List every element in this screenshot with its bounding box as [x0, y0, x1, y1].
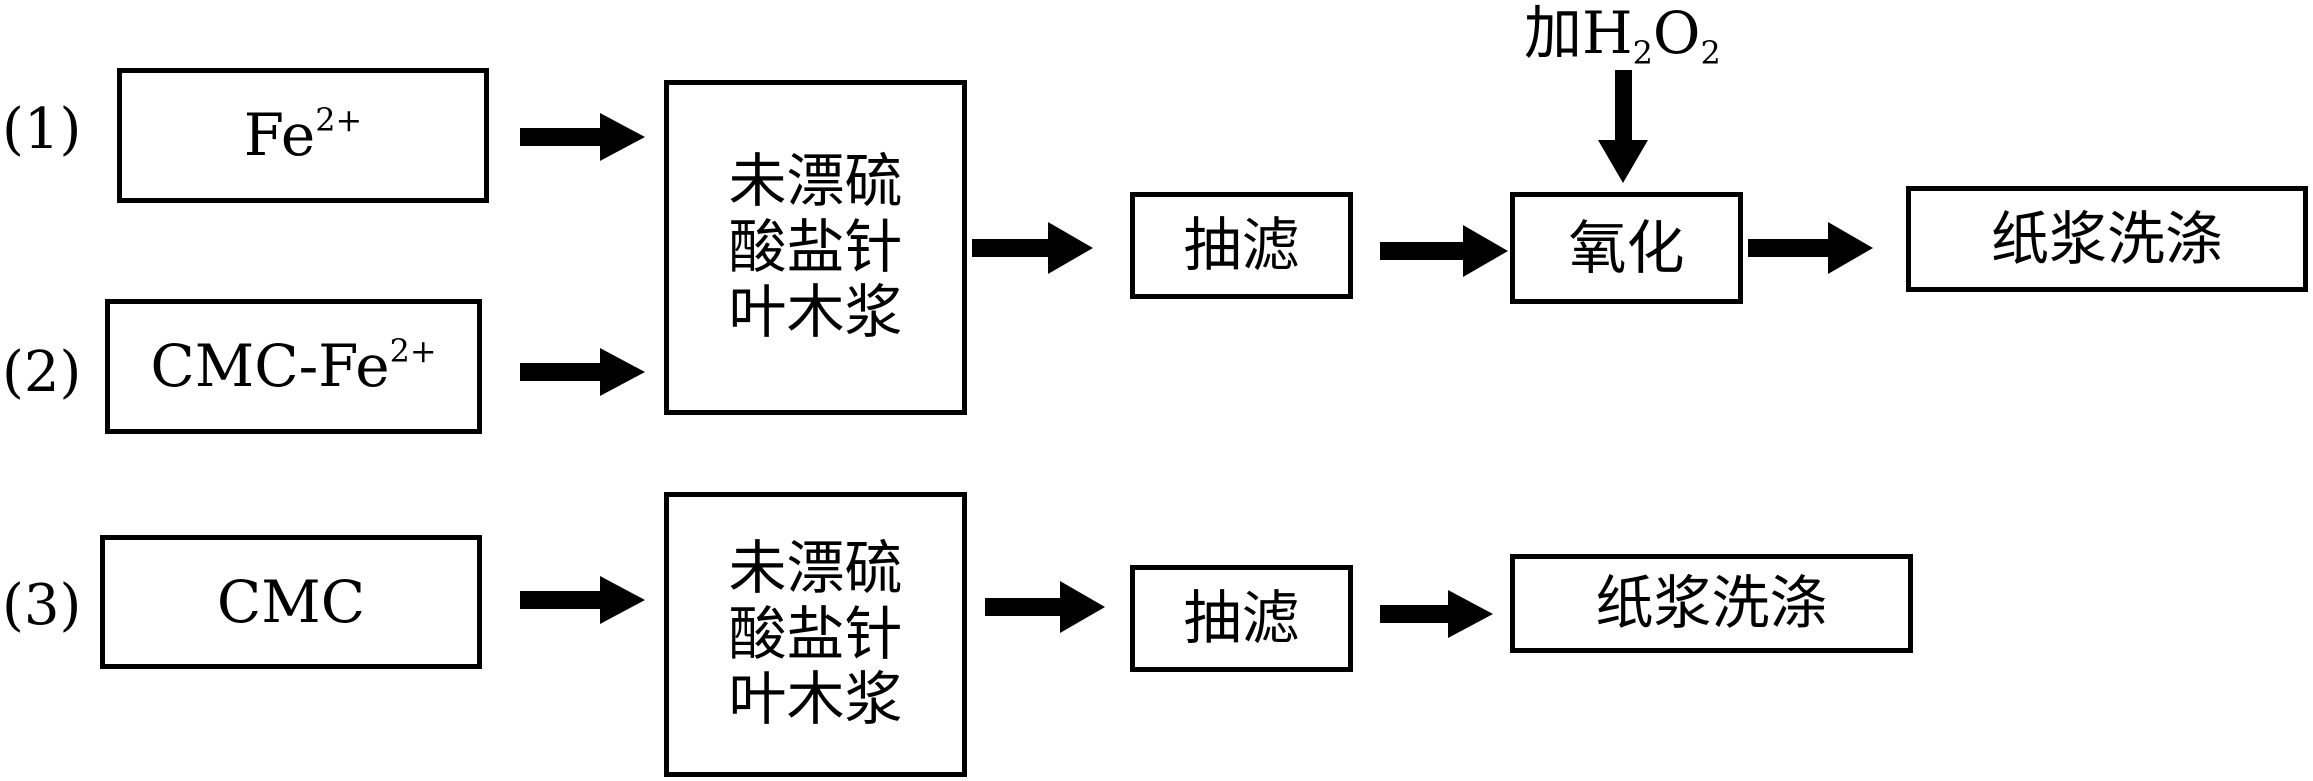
filter-top-text: 抽滤	[1183, 211, 1300, 280]
row-label-2: (2)	[2, 340, 82, 405]
pulp-bottom-line-2: 酸盐针	[728, 599, 903, 668]
reagent-cmc-text: CMC	[216, 567, 366, 636]
arrow-pulp-to-filter-top	[972, 222, 1093, 274]
filter-box-top: 抽滤	[1130, 192, 1353, 299]
h2o2-prefix: 加	[1524, 0, 1583, 67]
filter-box-bottom: 抽滤	[1130, 565, 1353, 672]
pulp-box-bottom: 未漂硫 酸盐针 叶木浆	[664, 492, 967, 777]
reagent-cmc-fe2-base: CMC-Fe	[150, 332, 390, 401]
arrow-h2o2-down	[1598, 70, 1648, 183]
h2o2-sub-2: 2	[1700, 34, 1721, 73]
arrow-cmc-to-pulp	[520, 576, 645, 624]
arrow-pulp-to-filter-bottom	[985, 581, 1105, 633]
filter-bottom-text: 抽滤	[1183, 584, 1300, 653]
row-label-3: (3)	[2, 573, 82, 638]
wash-top-text: 纸浆洗涤	[1990, 204, 2223, 273]
h2o2-h: H	[1582, 0, 1633, 67]
h2o2-label: 加H2O2	[1524, 0, 1721, 71]
pulp-bottom-line-1: 未漂硫	[728, 534, 903, 603]
arrow-cmcfe2-to-pulp	[520, 348, 645, 396]
reagent-box-cmc: CMC	[100, 535, 482, 669]
arrow-filter-to-oxidation	[1380, 225, 1508, 277]
pulp-top-line-1: 未漂硫	[728, 147, 903, 216]
pulp-top-line-2: 酸盐针	[728, 212, 903, 281]
h2o2-o: O	[1652, 0, 1701, 67]
pulp-top-text: 未漂硫 酸盐针 叶木浆	[728, 149, 902, 346]
reagent-box-fe2: Fe2+	[117, 68, 489, 203]
h2o2-sub-1: 2	[1632, 34, 1653, 73]
reagent-fe2-base: Fe	[243, 101, 316, 170]
arrow-oxidation-to-wash	[1748, 222, 1873, 274]
pulp-box-top: 未漂硫 酸盐针 叶木浆	[664, 80, 967, 415]
oxidation-text: 氧化	[1568, 213, 1685, 282]
reagent-cmc-fe2-sup: 2+	[389, 332, 437, 371]
reagent-cmc-fe2-text: CMC-Fe2+	[150, 333, 436, 400]
pulp-bottom-line-3: 叶木浆	[728, 665, 903, 734]
arrow-filter-to-wash-bottom	[1380, 590, 1493, 638]
wash-box-bottom: 纸浆洗涤	[1510, 554, 1913, 653]
oxidation-box: 氧化	[1510, 192, 1743, 304]
reagent-fe2-text: Fe2+	[244, 102, 362, 169]
arrow-fe2-to-pulp	[520, 113, 645, 161]
pulp-bottom-text: 未漂硫 酸盐针 叶木浆	[728, 536, 902, 733]
reagent-box-cmc-fe2: CMC-Fe2+	[105, 299, 482, 434]
pulp-top-line-3: 叶木浆	[728, 278, 903, 347]
reagent-fe2-sup: 2+	[315, 101, 363, 140]
wash-box-top: 纸浆洗涤	[1906, 186, 2308, 292]
wash-bottom-text: 纸浆洗涤	[1595, 569, 1828, 638]
row-label-1: (1)	[2, 97, 82, 162]
